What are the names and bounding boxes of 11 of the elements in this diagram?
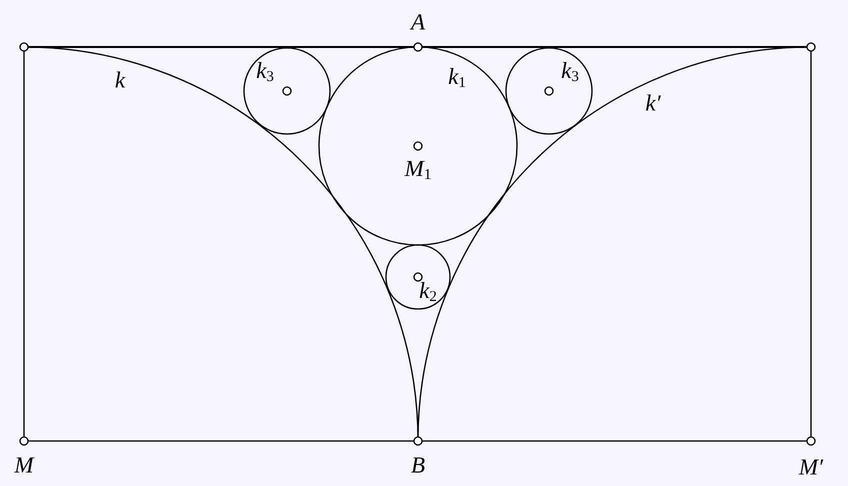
- curve-label: k$_{3}$: [561, 59, 579, 85]
- curve-label: k′: [645, 92, 661, 114]
- curve-label: k: [114, 68, 126, 92]
- point-label: M$_{1}$: [404, 157, 432, 183]
- curve-label: k$_{3}$: [256, 59, 274, 85]
- point-label: M′: [798, 456, 824, 478]
- point-label: A: [410, 10, 426, 34]
- point-label: B: [410, 454, 426, 476]
- point-label: M: [14, 454, 34, 476]
- curve-label: k$_{1}$: [448, 65, 466, 91]
- curve-label: k$_{2}$: [419, 279, 437, 305]
